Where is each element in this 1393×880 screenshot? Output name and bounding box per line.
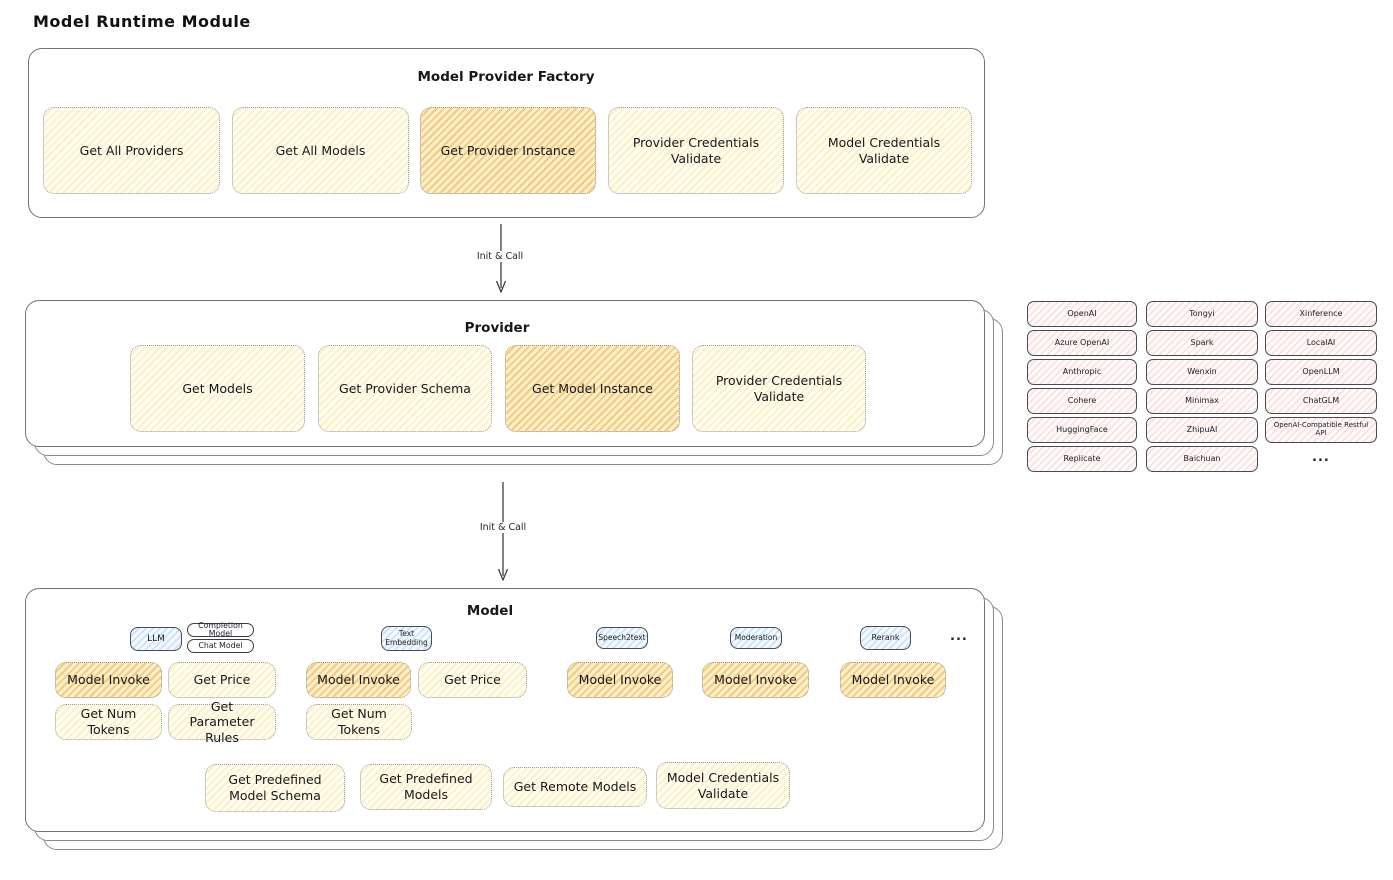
llm-get-price: Get Price	[168, 662, 276, 698]
provider-zhipuai: ZhipuAI	[1146, 417, 1258, 443]
tab-chat-model: Chat Model	[187, 639, 254, 653]
arrow-provider-to-model	[497, 482, 509, 581]
provider-replicate: Replicate	[1027, 446, 1137, 472]
model-credentials-validate: Model Credentials Validate	[656, 762, 790, 809]
provider-get-model-instance: Get Model Instance	[505, 345, 680, 432]
provider-xinference: Xinference	[1265, 301, 1377, 327]
provider-openai-compatible-api: OpenAI-Compatible Restful API	[1265, 417, 1377, 443]
providers-more-ellipsis: ...	[1312, 450, 1330, 465]
rerank-model-invoke: Model Invoke	[840, 662, 946, 698]
factory-get-all-providers: Get All Providers	[43, 107, 220, 194]
factory-title: Model Provider Factory	[417, 69, 595, 85]
tab-text-embedding: Text Embedding	[381, 626, 432, 651]
factory-get-provider-instance: Get Provider Instance	[420, 107, 596, 194]
provider-get-models: Get Models	[130, 345, 305, 432]
tab-moderation: Moderation	[730, 627, 782, 649]
provider-get-provider-schema: Get Provider Schema	[318, 345, 492, 432]
provider-openllm: OpenLLM	[1265, 359, 1377, 385]
provider-tongyi: Tongyi	[1146, 301, 1258, 327]
factory-model-credentials-validate: Model Credentials Validate	[796, 107, 972, 194]
tab-completion-model: Completion Model	[187, 622, 254, 637]
speech-model-invoke: Model Invoke	[567, 662, 673, 698]
model-get-predefined-model-schema: Get Predefined Model Schema	[205, 764, 345, 812]
provider-spark: Spark	[1146, 330, 1258, 356]
model-get-remote-models: Get Remote Models	[503, 767, 647, 807]
llm-model-invoke: Model Invoke	[55, 662, 162, 698]
provider-baichuan: Baichuan	[1146, 446, 1258, 472]
provider-title: Provider	[464, 320, 530, 336]
provider-openai: OpenAI	[1027, 301, 1137, 327]
provider-cohere: Cohere	[1027, 388, 1137, 414]
provider-localai: LocalAI	[1265, 330, 1377, 356]
factory-provider-credentials-validate: Provider Credentials Validate	[608, 107, 784, 194]
model-types-more-ellipsis: ...	[950, 629, 968, 644]
tab-llm: LLM	[130, 627, 182, 651]
moderation-model-invoke: Model Invoke	[702, 662, 809, 698]
arrow2-label: Init & Call	[476, 522, 530, 533]
arrow1-label: Init & Call	[473, 251, 527, 262]
provider-anthropic: Anthropic	[1027, 359, 1137, 385]
tab-rerank: Rerank	[860, 626, 911, 650]
factory-get-all-models: Get All Models	[232, 107, 409, 194]
provider-azure-openai: Azure OpenAI	[1027, 330, 1137, 356]
embedding-get-num-tokens: Get Num Tokens	[306, 704, 412, 740]
page-title: Model Runtime Module	[33, 12, 251, 31]
embedding-model-invoke: Model Invoke	[306, 662, 411, 698]
tab-speech2text: Speech2text	[596, 627, 648, 649]
provider-huggingface: HuggingFace	[1027, 417, 1137, 443]
model-get-predefined-models: Get Predefined Models	[360, 764, 492, 810]
provider-minimax: Minimax	[1146, 388, 1258, 414]
provider-wenxin: Wenxin	[1146, 359, 1258, 385]
llm-get-num-tokens: Get Num Tokens	[55, 704, 162, 740]
provider-chatglm: ChatGLM	[1265, 388, 1377, 414]
llm-get-parameter-rules: Get Parameter Rules	[168, 699, 276, 745]
embedding-get-price: Get Price	[418, 662, 527, 698]
model-title: Model	[466, 603, 514, 619]
provider-credentials-validate: Provider Credentials Validate	[692, 345, 866, 432]
